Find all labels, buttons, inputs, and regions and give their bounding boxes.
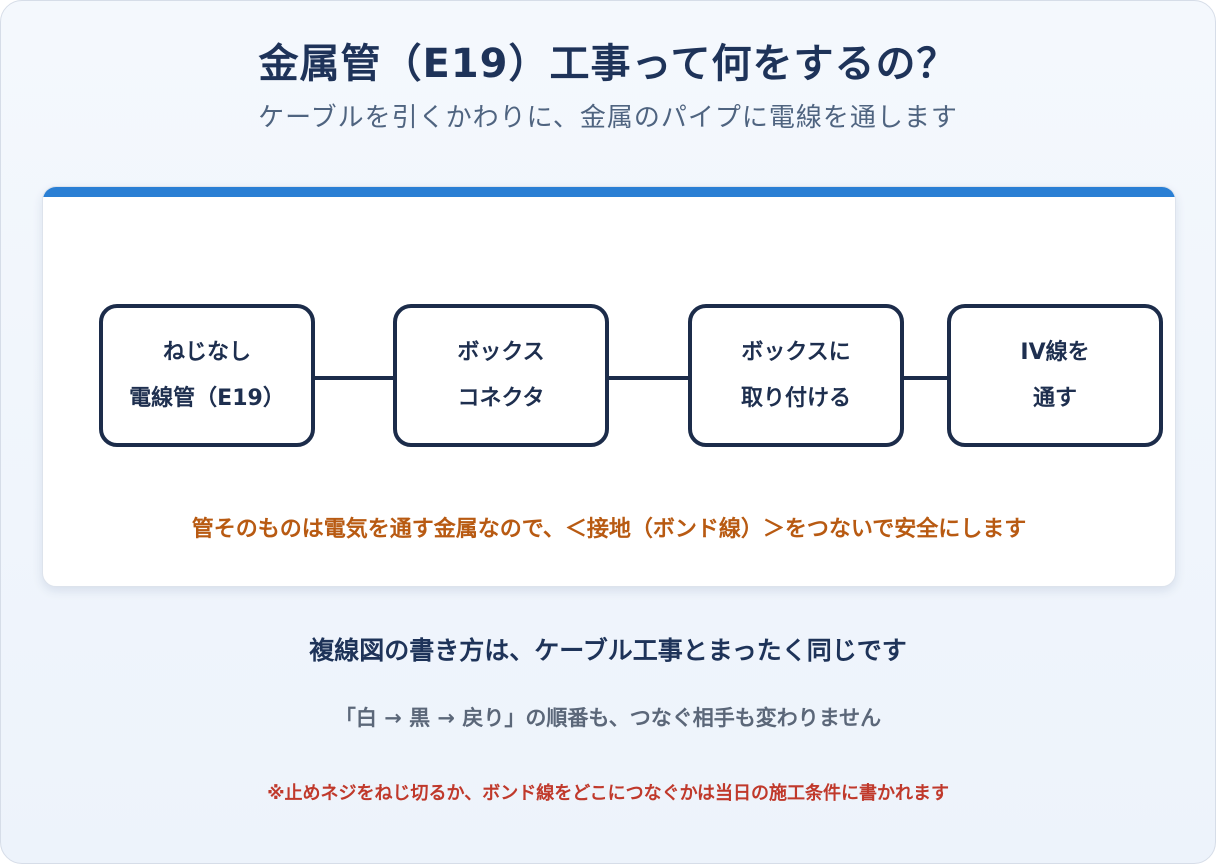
flow-step-label: コネクタ xyxy=(457,385,545,411)
flow-step-label: ボックス xyxy=(457,339,545,365)
page-subtitle: ケーブルを引くかわりに、金属のパイプに電線を通します xyxy=(258,103,958,133)
wiring-diagram-note: 複線図の書き方は、ケーブル工事とまったく同じです xyxy=(309,636,907,665)
flow-step-label: 取り付ける xyxy=(740,385,851,411)
flow-step-label: ねじなし xyxy=(162,339,251,365)
construction-condition-warning: ※止めネジをねじ切るか、ボンド線をどこにつなぐかは当日の施工条件に書かれます xyxy=(267,783,949,804)
flow-step-label: IV線を xyxy=(1020,339,1090,365)
flow-step-label: 電線管（E19） xyxy=(129,385,285,411)
card-accent-bar xyxy=(43,187,1175,197)
flow-step-box-connector: ボックス コネクタ xyxy=(393,304,609,447)
process-flow-card: ねじなし 電線管（E19） ボックス コネクタ ボックスに 取り付ける IV線を… xyxy=(42,186,1176,587)
page-title: 金属管（E19）工事って何をするの？ xyxy=(258,41,958,87)
flow-connector-2 xyxy=(606,376,690,380)
flow-step-conduit: ねじなし 電線管（E19） xyxy=(99,304,315,447)
flow-step-label: 通す xyxy=(1032,385,1077,411)
wiring-order-note: 「白 → 黒 → 戻り」の順番も、つなぐ相手も変わりません xyxy=(334,706,882,730)
grounding-note: 管そのものは電気を通す金属なので、＜接地（ボンド線）＞をつないで安全にします xyxy=(191,517,1027,542)
flow-step-pull-iv-wire: IV線を 通す xyxy=(947,304,1163,447)
flow-step-label: ボックスに xyxy=(741,339,851,365)
flow-connector-3 xyxy=(901,376,949,380)
flow-step-attach-to-box: ボックスに 取り付ける xyxy=(688,304,904,447)
flow-connector-1 xyxy=(311,376,395,380)
